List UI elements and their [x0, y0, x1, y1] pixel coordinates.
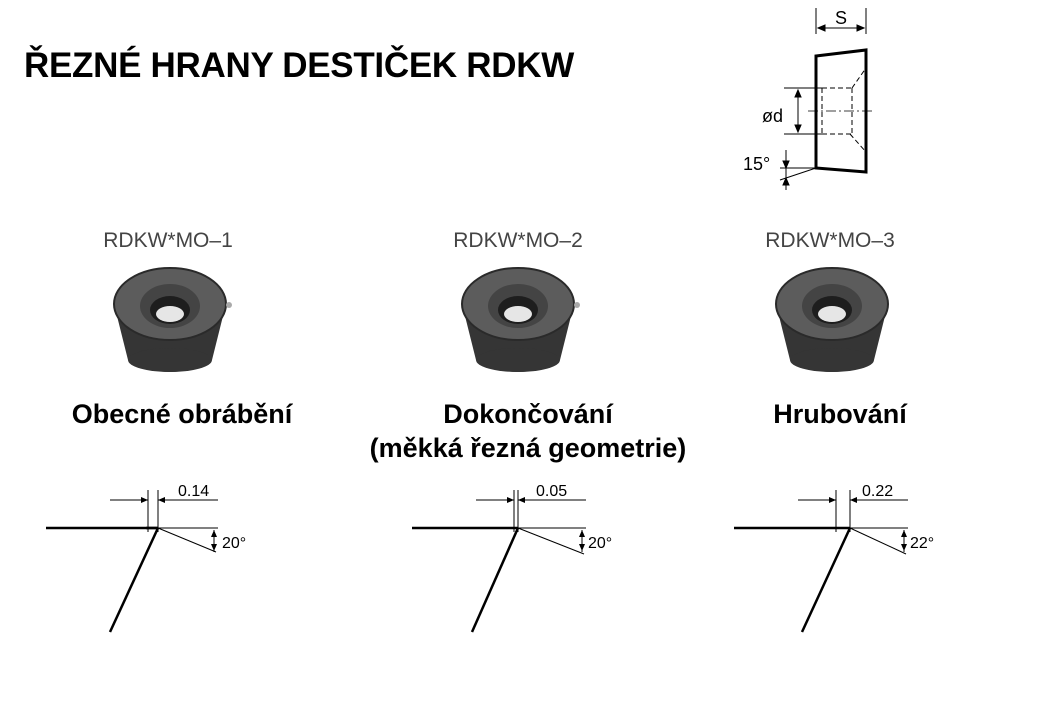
dim-angle-label: 15° — [743, 154, 770, 174]
variant-2-land-width: 0.05 — [536, 483, 567, 500]
variant-1-edge-profile: 0.14 20° — [46, 483, 246, 633]
variant-1-use-line-1: Obecné obrábění — [71, 399, 293, 429]
variant-3-use: Hrubování — [620, 397, 1053, 431]
variant-1-code: RDKW*MO–1 — [103, 229, 233, 252]
variant-2-insert-image — [461, 267, 580, 372]
variant-1-use: Obecné obrábění — [0, 397, 402, 431]
variant-2-use-line-1: Dokončování — [443, 399, 613, 429]
variant-3-edge-profile: 0.22 22° — [734, 483, 934, 633]
variant-3-use-line-1: Hrubování — [773, 399, 907, 429]
variant-2-edge-profile: 0.05 20° — [412, 483, 612, 633]
variant-2-code: RDKW*MO–2 — [453, 229, 583, 252]
dim-s-label: S — [835, 8, 847, 28]
variant-1-land-width: 0.14 — [178, 483, 209, 500]
variant-1-insert-image — [113, 267, 232, 372]
variant-3-land-width: 0.22 — [862, 483, 893, 500]
variant-2-land-angle: 20° — [588, 535, 612, 552]
variant-2-use-line-2: (měkká řezná geometrie) — [369, 433, 687, 463]
variant-3-land-angle: 22° — [910, 535, 934, 552]
variant-1-land-angle: 20° — [222, 535, 246, 552]
variant-3-insert-image — [775, 267, 889, 372]
insert-cross-section-diagram: S ød 15° — [743, 8, 874, 190]
variant-3-code: RDKW*MO–3 — [765, 229, 895, 252]
dim-d-label: ød — [762, 106, 783, 126]
page-title: ŘEZNÉ HRANY DESTIČEK RDKW — [24, 46, 574, 85]
variant-2-use: Dokončování (měkká řezná geometrie) — [308, 397, 748, 465]
